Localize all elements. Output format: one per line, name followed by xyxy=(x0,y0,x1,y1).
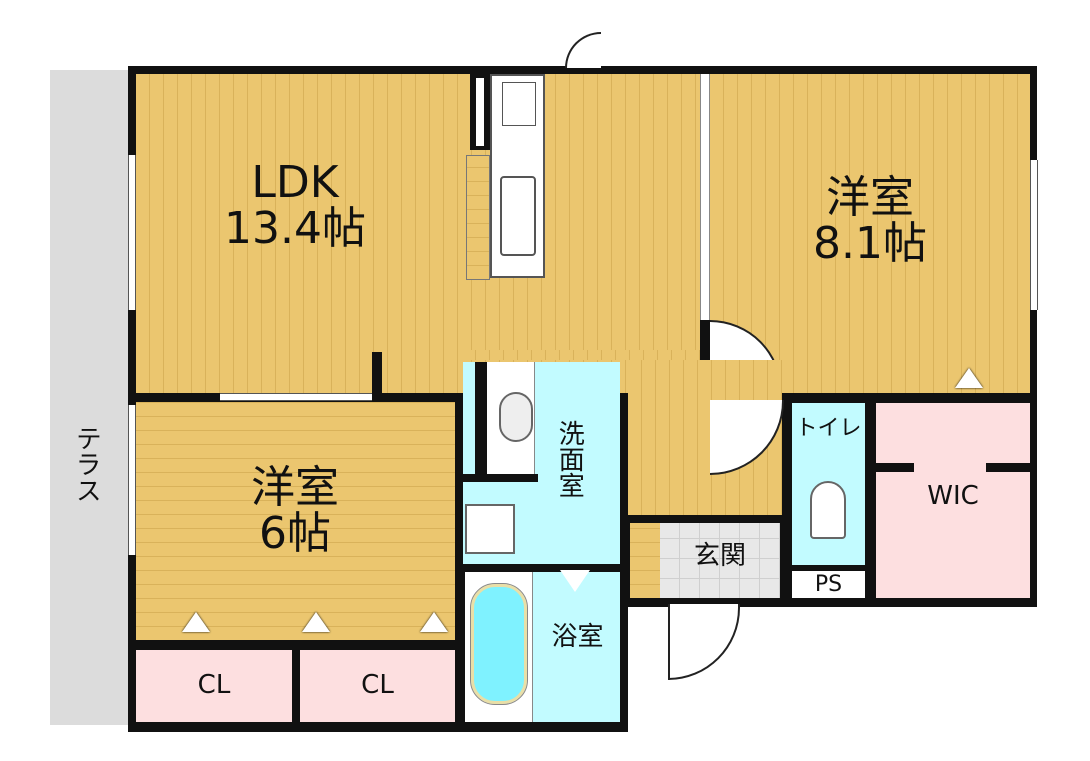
terrace: テラス xyxy=(50,70,128,725)
toilet: トイレ xyxy=(792,403,865,565)
western-room-2-size: 6帖 xyxy=(259,508,331,560)
washroom-label: 洗面室 xyxy=(554,420,585,498)
top-door[interactable] xyxy=(565,32,601,68)
vanity-wall xyxy=(475,362,487,480)
vanity-wall-bottom xyxy=(463,474,538,482)
ldk-name: LDK xyxy=(251,157,339,208)
ldk-size: 13.4帖 xyxy=(224,203,366,255)
terrace-label: テラス xyxy=(71,425,102,503)
toilet-icon xyxy=(810,481,846,539)
sliding-partition xyxy=(700,74,710,320)
kitchen-counter xyxy=(490,74,545,278)
washing-machine-icon xyxy=(465,504,515,554)
closet-1: CL xyxy=(136,650,292,722)
vanity xyxy=(487,362,535,474)
closet-door-marker xyxy=(420,612,448,632)
bathroom: 浴室 xyxy=(465,570,620,722)
kitchen-step xyxy=(466,155,490,280)
western-room-1-window xyxy=(1030,160,1038,310)
pipe-space: PS xyxy=(792,571,865,598)
closet-door-marker xyxy=(302,612,330,632)
ldk-floor-ext xyxy=(462,350,700,360)
closet-2-label: CL xyxy=(361,670,394,700)
closet-2: CL xyxy=(300,650,455,722)
bath-door-marker xyxy=(560,570,590,592)
toilet-label: トイレ xyxy=(795,416,862,441)
ldk-label: LDK 13.4帖 xyxy=(200,157,390,255)
basin-icon xyxy=(499,392,533,442)
ldk-partition xyxy=(372,352,382,397)
ldk-floor xyxy=(136,74,700,393)
kitchen-panel xyxy=(476,78,484,146)
western-room-2-floor xyxy=(136,402,455,640)
closet-door-marker xyxy=(955,368,983,388)
western-room-2-name: 洋室 xyxy=(251,462,339,513)
western-room-1-name: 洋室 xyxy=(826,172,914,223)
wic-wall-stub xyxy=(876,463,914,472)
entrance-door[interactable] xyxy=(668,604,740,680)
wic-label: WIC xyxy=(927,481,979,511)
entrance: 玄関 xyxy=(660,523,780,598)
sliding-door[interactable] xyxy=(220,393,372,401)
western-room-1-label: 洋室 8.1帖 xyxy=(780,172,960,270)
bathroom-label: 浴室 xyxy=(551,622,604,652)
sink-icon xyxy=(500,176,536,256)
closet-1-label: CL xyxy=(197,670,231,700)
entrance-step xyxy=(630,523,660,598)
ldk-window xyxy=(128,155,136,310)
western-room-1-size: 8.1帖 xyxy=(813,218,927,270)
bathtub-icon xyxy=(470,583,528,705)
stove-icon xyxy=(502,82,536,126)
closet-door-marker xyxy=(182,612,210,632)
wic-wall-stub xyxy=(986,463,1030,472)
western-room-2-window xyxy=(128,405,136,555)
western-room-2-label: 洋室 6帖 xyxy=(210,462,380,560)
entrance-label: 玄関 xyxy=(693,541,746,571)
bathtub-area xyxy=(465,572,533,722)
western-room-1-floor xyxy=(710,74,1030,393)
pipe-space-label: PS xyxy=(814,572,843,597)
washroom: 洗面室 xyxy=(463,362,620,564)
walk-in-closet: WIC xyxy=(876,403,1030,598)
